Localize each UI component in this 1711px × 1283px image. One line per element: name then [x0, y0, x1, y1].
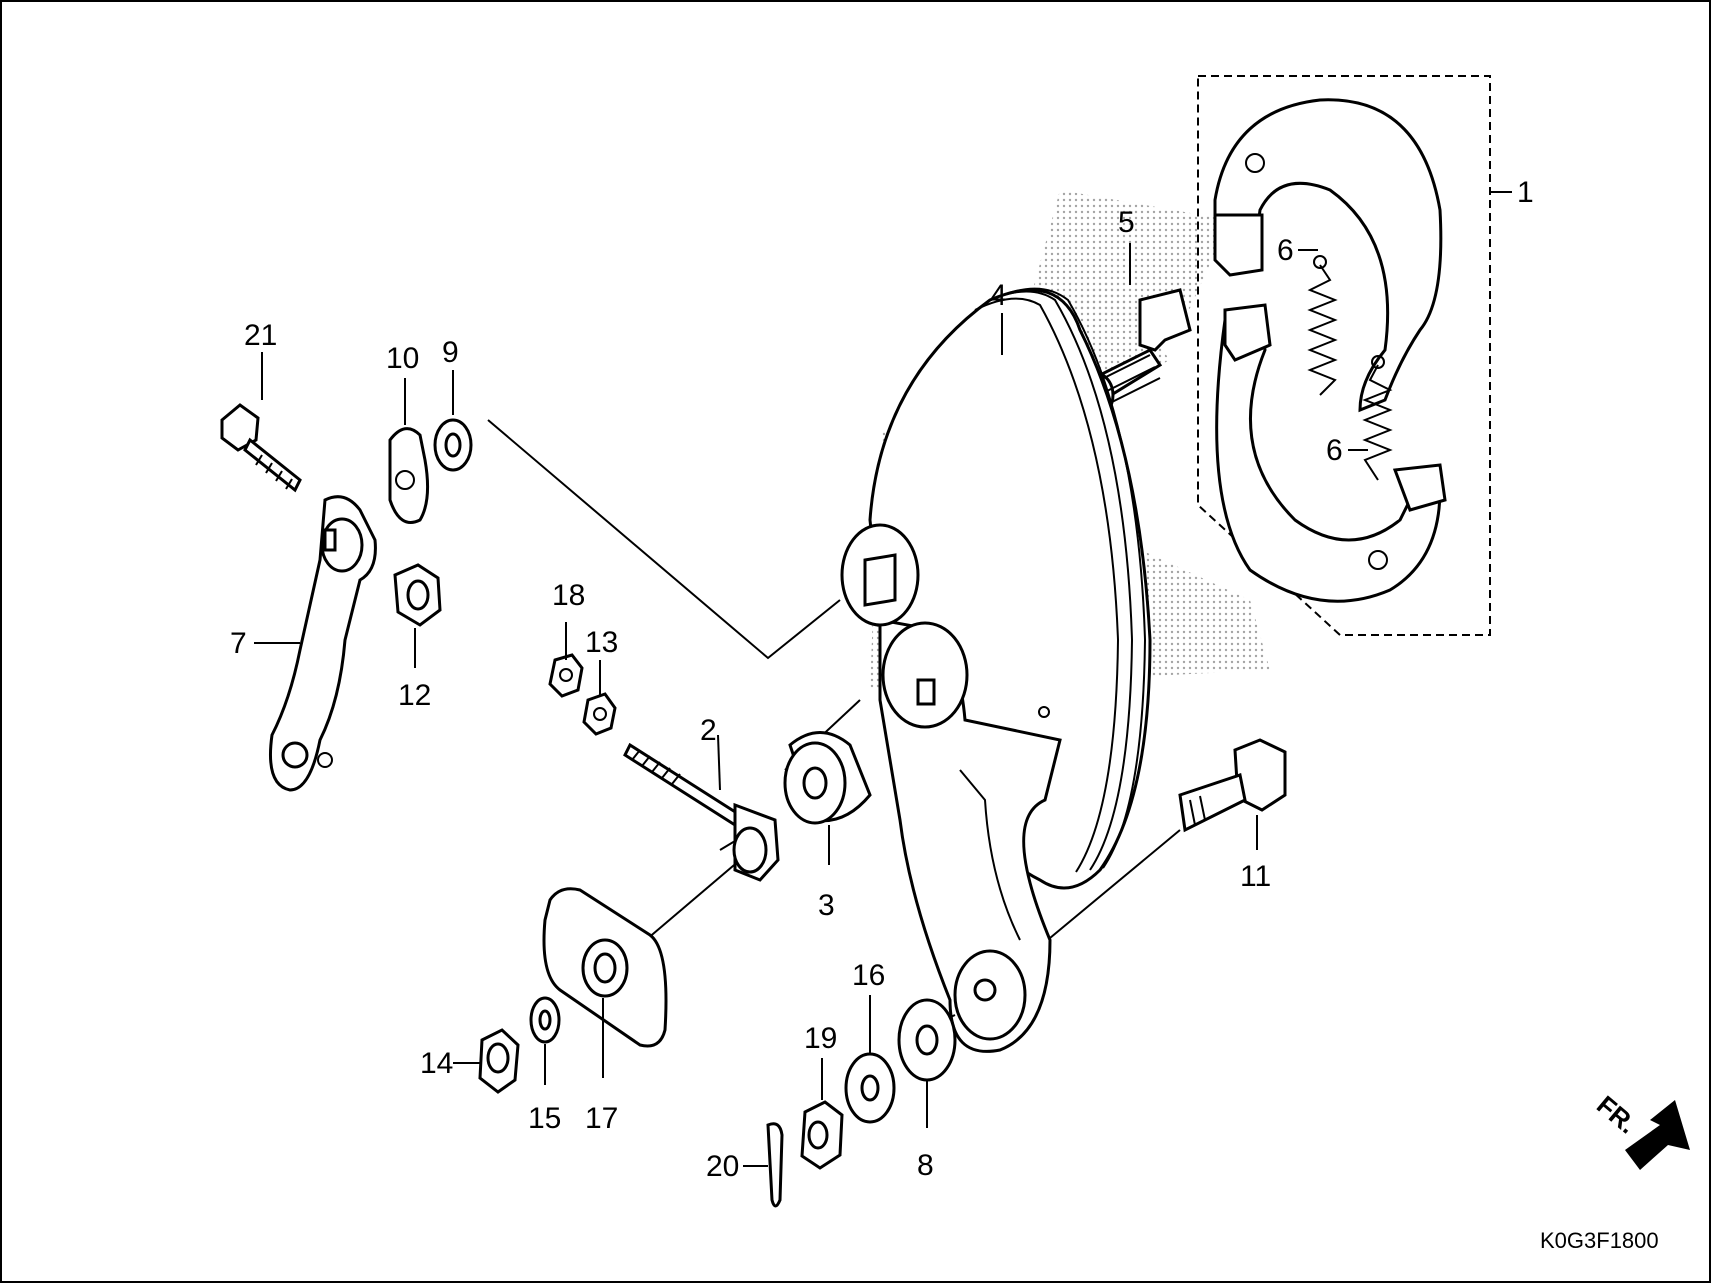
anchor-plate — [542, 887, 668, 1048]
nut-12 — [393, 563, 442, 627]
callout-9: 9 — [442, 336, 459, 369]
spring-lower — [1362, 355, 1393, 481]
callout-17: 17 — [585, 1102, 618, 1135]
nut-14 — [478, 1028, 520, 1094]
washer-16 — [844, 1052, 896, 1124]
fr-label: FR. — [1591, 1090, 1642, 1140]
bolt-11 — [1178, 738, 1287, 833]
washer-15 — [529, 996, 561, 1044]
callout-2: 2 — [700, 714, 717, 747]
callout-6b: 6 — [1326, 434, 1343, 467]
callout-20: 20 — [706, 1150, 739, 1183]
callout-14: 14 — [420, 1047, 453, 1080]
nut-18 — [548, 653, 584, 698]
front-direction-marker: FR. — [1591, 1090, 1690, 1170]
brake-shoe-group-bracket — [1197, 75, 1512, 636]
wear-indicator-10 — [388, 427, 430, 524]
callout-4: 4 — [990, 279, 1007, 312]
callout-6a: 6 — [1277, 234, 1294, 267]
bolt-21 — [220, 403, 302, 493]
callout-8: 8 — [917, 1149, 934, 1182]
callout-13: 13 — [585, 626, 618, 659]
callout-1: 1 — [1517, 176, 1534, 209]
brake-arm — [268, 495, 377, 792]
callout-19: 19 — [804, 1022, 837, 1055]
callout-11: 11 — [1240, 860, 1271, 893]
brake-shoe-upper — [1213, 98, 1443, 413]
callout-18: 18 — [552, 579, 585, 612]
nut-13 — [582, 692, 617, 736]
callout-3: 3 — [818, 889, 835, 922]
washer-8 — [897, 998, 957, 1082]
callout-15: 15 — [528, 1102, 561, 1135]
brake-panel — [840, 287, 1152, 1053]
callout-7: 7 — [230, 627, 247, 660]
washer-9 — [433, 418, 473, 472]
anchor-bolt — [623, 742, 780, 882]
callout-12: 12 — [398, 679, 431, 712]
callout-10: 10 — [386, 342, 419, 375]
spacer-collar — [783, 731, 872, 825]
callout-21: 21 — [244, 319, 277, 352]
callout-labels: 1 2 3 4 5 6 6 7 8 9 10 11 12 13 14 15 16… — [230, 176, 1534, 1183]
drawing-code: K0G3F1800 — [1540, 1228, 1659, 1253]
brake-shoe-lower — [1215, 303, 1447, 603]
nut-19 — [800, 1100, 844, 1170]
cotter-pin-20 — [766, 1122, 784, 1208]
callout-5: 5 — [1118, 206, 1135, 239]
callout-16: 16 — [852, 959, 885, 992]
spring-upper — [1307, 255, 1338, 396]
